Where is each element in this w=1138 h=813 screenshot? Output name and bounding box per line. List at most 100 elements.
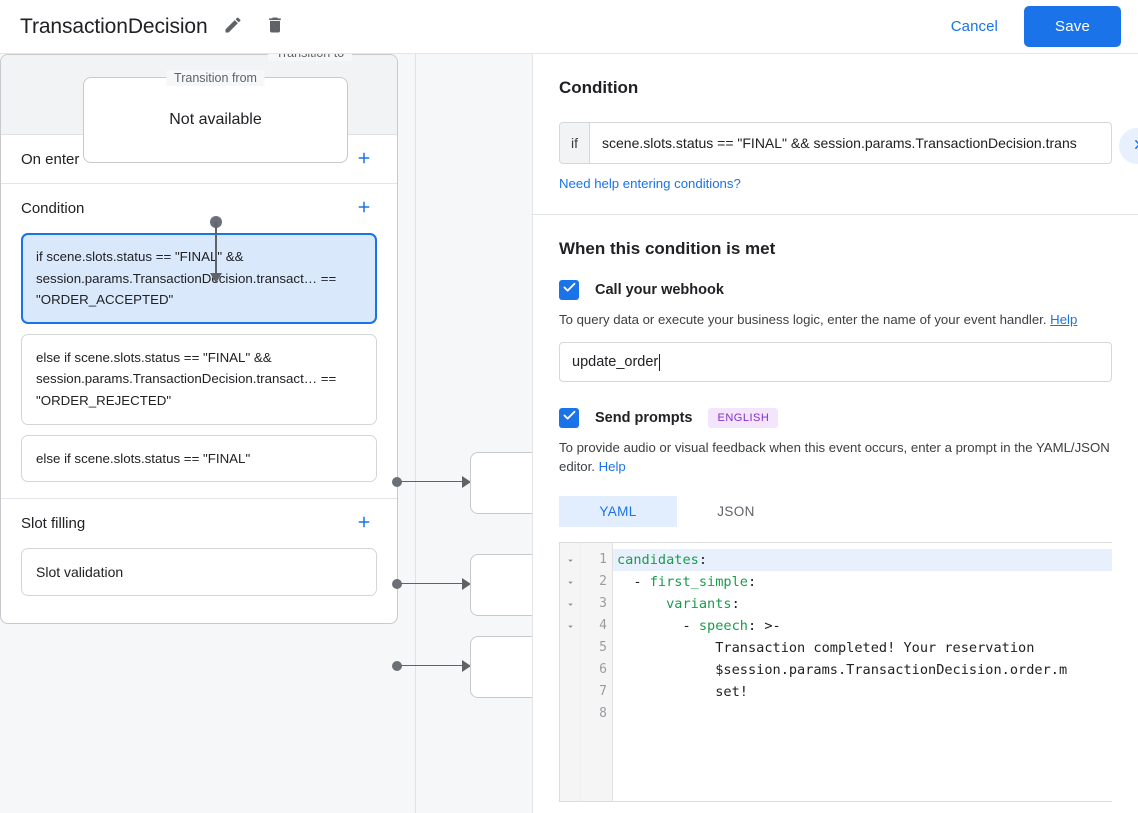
- add-on-enter-button[interactable]: [351, 146, 377, 172]
- connector-dot: [392, 477, 402, 487]
- code-punct-token: :: [698, 552, 708, 568]
- slot-validation-item[interactable]: Slot validation: [21, 548, 377, 597]
- code-line: set!: [613, 681, 1112, 703]
- condition-header-row: Condition: [559, 54, 1112, 122]
- transition-to-legend: Transition to: [267, 54, 353, 61]
- checkmark-icon: [562, 408, 577, 428]
- condition-target-box[interactable]: [470, 636, 532, 698]
- send-prompts-description: To provide audio or visual feedback when…: [559, 438, 1112, 476]
- code-line: - first_simple:: [613, 571, 1112, 593]
- fold-toggle[interactable]: [560, 615, 580, 637]
- code-line: [613, 703, 1112, 725]
- editor-format-tabs: YAML JSON: [559, 496, 1112, 527]
- code-indent: [617, 662, 715, 678]
- edit-name-button[interactable]: [216, 10, 250, 44]
- line-number: 1: [599, 552, 607, 567]
- scene-graph-canvas[interactable]: Transition from Not available Transition…: [0, 54, 532, 813]
- expand-panel-button[interactable]: [1119, 128, 1138, 164]
- webhook-handler-value: update_order: [572, 354, 659, 370]
- transition-arrow-head: [210, 273, 222, 283]
- condition-if-row[interactable]: if scene.slots.status == "FINAL" && sess…: [559, 122, 1112, 164]
- code-text-token: >-: [756, 618, 781, 634]
- condition-expression-input[interactable]: scene.slots.status == "FINAL" && session…: [602, 135, 1077, 151]
- save-button[interactable]: Save: [1024, 6, 1121, 47]
- condition-connector-2: [392, 578, 482, 590]
- code-indent: [617, 640, 715, 656]
- code-indent: [617, 684, 715, 700]
- connector-line: [401, 583, 465, 585]
- condition-connector-3: [392, 660, 482, 672]
- section-condition-title: Condition: [21, 200, 85, 217]
- transition-from-legend: Transition from: [166, 70, 265, 86]
- section-slot-filling-title: Slot filling: [21, 515, 86, 533]
- if-prefix-label: if: [560, 123, 590, 163]
- editor-code-area[interactable]: candidates: - first_simple: variants: - …: [613, 543, 1112, 801]
- delete-button[interactable]: [258, 10, 292, 44]
- condition-target-box[interactable]: [470, 554, 532, 616]
- text-caret: [659, 353, 661, 371]
- section-slot-filling: Slot filling Slot validation: [1, 499, 397, 612]
- tab-yaml[interactable]: YAML: [559, 496, 677, 527]
- connector-dot: [392, 579, 402, 589]
- transition-to-card[interactable]: Transition to TransactionDecision Scene …: [0, 54, 398, 624]
- code-line: variants:: [613, 593, 1112, 615]
- condition-heading: Condition: [559, 78, 639, 97]
- fold-toggle[interactable]: [560, 593, 580, 615]
- call-webhook-checkbox[interactable]: [559, 280, 579, 300]
- prompts-help-link[interactable]: Help: [598, 459, 626, 474]
- condition-help-row: Need help entering conditions?: [559, 175, 1112, 193]
- code-line: - speech: >-: [613, 615, 1112, 637]
- call-webhook-description-text: To query data or execute your business l…: [559, 312, 1047, 327]
- transition-arrow-line: [215, 222, 217, 276]
- code-indent: -: [617, 618, 699, 634]
- when-condition-met-heading: When this condition is met: [559, 239, 776, 258]
- code-line: candidates:: [613, 549, 1112, 571]
- code-text-token: set!: [715, 684, 748, 700]
- send-prompts-row: Send prompts ENGLISH: [559, 408, 1112, 428]
- transition-from-body: Not available: [84, 78, 347, 162]
- canvas-column-divider: [415, 54, 416, 813]
- add-condition-button[interactable]: [351, 196, 377, 222]
- code-punct-token: :: [747, 618, 757, 634]
- connector-arrowhead: [462, 578, 471, 590]
- fold-toggle[interactable]: [560, 571, 580, 593]
- code-text-token: $session.params.TransactionDecision.orde…: [715, 662, 1068, 678]
- call-webhook-row: Call your webhook: [559, 280, 1112, 300]
- cancel-button[interactable]: Cancel: [939, 10, 1010, 43]
- condition-target-box[interactable]: [470, 452, 532, 514]
- send-prompts-description-text: To provide audio or visual feedback when…: [559, 440, 1110, 474]
- condition-section: Condition if scene.slots.status == "FINA…: [533, 54, 1138, 193]
- section-on-enter-title: On enter: [21, 150, 80, 168]
- plus-icon: [355, 198, 373, 219]
- language-badge: ENGLISH: [708, 408, 779, 428]
- webhook-handler-input[interactable]: update_order: [559, 342, 1112, 382]
- call-webhook-label: Call your webhook: [595, 282, 724, 298]
- code-key-token: variants: [666, 596, 732, 612]
- connector-line: [401, 481, 465, 483]
- connector-line: [401, 665, 465, 667]
- code-key-token: speech: [698, 618, 748, 634]
- webhook-help-link[interactable]: Help: [1050, 312, 1078, 327]
- condition-item[interactable]: else if scene.slots.status == "FINAL" &&…: [21, 333, 377, 425]
- chevron-right-icon: [1128, 135, 1138, 157]
- add-slot-filling-button[interactable]: [351, 511, 377, 537]
- fold-toggle[interactable]: [560, 549, 580, 571]
- send-prompts-label: Send prompts: [595, 410, 693, 426]
- yaml-editor[interactable]: 1 2 3 4 5 6 7 8 candidates: - first_simp…: [559, 542, 1112, 802]
- plus-icon: [355, 149, 373, 170]
- transition-from-card[interactable]: Transition from Not available: [83, 70, 348, 163]
- tab-json[interactable]: JSON: [677, 496, 795, 527]
- condition-connector-1: [392, 476, 482, 488]
- top-bar: TransactionDecision Cancel Save: [0, 0, 1138, 54]
- condition-item[interactable]: else if scene.slots.status == "FINAL": [21, 434, 377, 483]
- condition-item[interactable]: if scene.slots.status == "FINAL" && sess…: [21, 233, 377, 324]
- editor-line-numbers: 1 2 3 4 5 6 7 8: [581, 543, 613, 801]
- connector-dot: [392, 661, 402, 671]
- send-prompts-checkbox[interactable]: [559, 408, 579, 428]
- code-line: $session.params.TransactionDecision.orde…: [613, 659, 1112, 681]
- need-help-conditions-link[interactable]: Need help entering conditions?: [559, 176, 741, 191]
- pencil-icon: [223, 15, 243, 38]
- line-number: 4: [599, 618, 607, 633]
- canvas-inner: Transition from Not available Transition…: [0, 54, 532, 813]
